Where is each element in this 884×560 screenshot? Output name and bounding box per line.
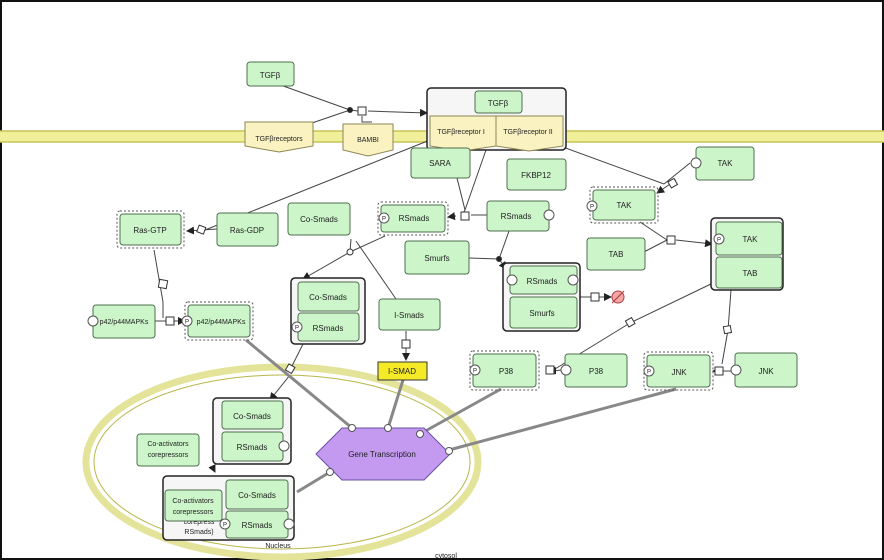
p38-free-label: P38: [589, 367, 604, 376]
coactivators-node[interactable]: Co-activators corepressors: [136, 433, 200, 467]
tak-complex-label: TAK: [743, 235, 759, 244]
receptor-1-label: TGFβreceptor I: [437, 129, 485, 136]
tab-free-label: TAB: [609, 250, 624, 259]
co-smads-free-node[interactable]: Co-Smads: [287, 202, 351, 236]
edge: [311, 109, 351, 124]
i-smad-gene-node[interactable]: I-SMAD: [377, 361, 428, 381]
state-p: P: [382, 217, 386, 223]
edge: [367, 108, 428, 117]
tgfb-bound-box: [474, 90, 523, 114]
mapk-p-label: p42/p44MAPKs: [197, 319, 246, 326]
receptor-2-box: [495, 115, 564, 152]
tak-p-label: TAK: [617, 201, 633, 210]
tgfb-ligand-label: TGFβ: [260, 71, 281, 80]
degradation-icon: [611, 290, 625, 304]
smurfs-free-label: Smurfs: [424, 254, 449, 263]
rsmads-p-label: RSmads: [399, 214, 430, 223]
bambi-label: BAMBI: [357, 137, 379, 144]
nuc-co-smads-label: Co-Smads: [233, 412, 271, 421]
sara-label: SARA: [429, 159, 451, 168]
p38-free-node[interactable]: P38: [560, 353, 628, 388]
receptor-1-box: [429, 115, 497, 152]
smad-complex-nucleus[interactable]: Co-Smads RSmads: [212, 397, 292, 465]
rsmads-p-node[interactable]: P RSmads: [377, 201, 449, 236]
cytosol-label: cytosol: [435, 553, 457, 560]
ras-gtp-label: Ras-GTP: [133, 226, 166, 235]
tak-free-node[interactable]: TAK: [690, 146, 755, 181]
state-p: P: [590, 205, 594, 211]
mapk-free-node[interactable]: p42/p44MAPKs: [87, 304, 156, 339]
state-p: P: [223, 523, 227, 529]
jnk-p-label: JNK: [671, 368, 687, 377]
i-smad-gene-label: I-SMAD: [388, 367, 416, 376]
state-p: P: [295, 326, 299, 332]
receptor-2-label: TGFβreceptor II: [503, 129, 553, 136]
complex-co-smads-label: Co-Smads: [309, 293, 347, 302]
fkbp12-node[interactable]: FKBP12: [506, 158, 567, 191]
sara-node[interactable]: SARA: [410, 147, 471, 179]
ras-gtp-node[interactable]: Ras-GTP: [116, 210, 185, 249]
complex-rsmads-cyt-label: RSmads: [313, 324, 344, 333]
complex-rsmads-label: RSmads: [527, 277, 558, 286]
jnk-free-label: JNK: [758, 367, 774, 376]
coactivators-label-1: Co-activators: [147, 441, 189, 448]
i-smads-node[interactable]: I-Smads: [378, 298, 441, 331]
smurfs-free-node[interactable]: Smurfs: [404, 240, 470, 275]
tgfb-ligand-node[interactable]: TGFβ: [246, 61, 295, 87]
receptor-complex[interactable]: TGFβ TGFβreceptor I TGFβreceptor II: [426, 87, 567, 152]
ras-gdp-node[interactable]: Ras-GDP: [216, 212, 279, 247]
mapk-free-label: p42/p44MAPKs: [100, 319, 149, 326]
ras-gdp-label: Ras-GDP: [230, 226, 264, 235]
tgfb-receptors-label: TGFβreceptors: [255, 136, 303, 143]
i-smads-label: I-Smads: [394, 311, 424, 320]
tgfb-receptors-node[interactable]: TGFβreceptors: [244, 121, 314, 153]
tab-complex-label: TAB: [743, 269, 758, 278]
p38-p-node[interactable]: P P38: [469, 350, 540, 391]
hidden-corepress-label-2: RSmads): [184, 529, 213, 536]
gene-transcription-node[interactable]: Gene Transcription: [315, 424, 453, 481]
state-p: P: [717, 238, 721, 244]
state-p: P: [473, 369, 477, 375]
nuc2-coactivators-label-1: Co-activators: [172, 498, 214, 505]
smad-complex-cytosol[interactable]: Co-Smads P RSmads: [290, 277, 366, 345]
bambi-node[interactable]: BAMBI: [342, 123, 394, 157]
tak-p-node[interactable]: P TAK: [586, 186, 659, 224]
complex-smurfs-label: Smurfs: [529, 309, 554, 318]
co-smads-free-label: Co-Smads: [300, 215, 338, 224]
state-p: P: [647, 370, 651, 376]
process-glyphs: [157, 106, 733, 376]
hidden-corepress-label-1: corepress: [184, 519, 215, 526]
coactivators-label-2: corepressors: [148, 452, 189, 459]
nucleus-label: Nucleus: [265, 543, 291, 550]
tgfb-bound-label: TGFβ: [488, 99, 509, 108]
tab-free-node[interactable]: TAB: [586, 237, 646, 271]
rsmads-free-node[interactable]: RSmads: [486, 200, 555, 232]
gene-transcription-label: Gene Transcription: [348, 450, 416, 459]
nucleus-compartment: [82, 363, 482, 560]
tak-free-label: TAK: [718, 159, 734, 168]
edge: [274, 82, 351, 111]
nuc2-rsmads-label: RSmads: [242, 521, 273, 530]
edge: [361, 116, 372, 123]
p38-p-label: P38: [499, 367, 514, 376]
transcription-complex[interactable]: corepress RSmads) Co-activators corepres…: [162, 475, 295, 541]
jnk-p-node[interactable]: P JNK: [643, 351, 714, 391]
nuc2-coactivators-label-2: corepressors: [173, 509, 214, 516]
rsmads-free-label: RSmads: [501, 212, 532, 221]
rsmads-smurfs-complex[interactable]: RSmads Smurfs: [502, 262, 581, 332]
mapk-p-node[interactable]: P p42/p44MAPKs: [181, 301, 254, 341]
fkbp12-label: FKBP12: [521, 171, 551, 180]
tak-tab-complex[interactable]: P TAK TAB: [710, 217, 784, 291]
state-p: P: [185, 320, 189, 326]
jnk-free-node[interactable]: JNK: [730, 352, 798, 388]
transcription-edges: [245, 338, 677, 494]
nuc2-co-smads-label: Co-Smads: [238, 491, 276, 500]
nuc-rsmads-label: RSmads: [237, 443, 268, 452]
